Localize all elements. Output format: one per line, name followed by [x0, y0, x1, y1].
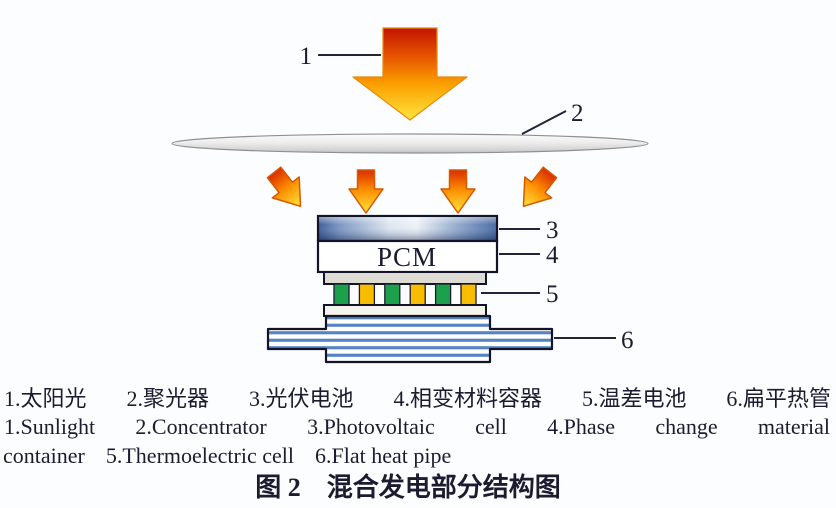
- flat-heat-pipe: [266, 314, 554, 364]
- legend-item-cn-1: 1.太阳光: [4, 386, 87, 411]
- legend-chinese: 1.太阳光 2.聚光器 3.光伏电池 4.相变材料容器 5.温差电池 6.扁平热…: [0, 382, 836, 412]
- thermoelectric-element-6: [460, 283, 477, 306]
- legend-item-cn-5: 5.温差电池: [581, 386, 687, 411]
- focused-ray-arrow-3: [440, 169, 476, 214]
- legend-item-cn-6: 6.扁平热管: [726, 386, 831, 411]
- focused-ray-arrow-4: [509, 161, 565, 218]
- thermoelectric-element-3: [384, 283, 401, 306]
- legend-item-cn-3: 3.光伏电池: [248, 386, 354, 411]
- photovoltaic-cell-shade: [319, 217, 496, 240]
- legend-token: 3.Photovoltaic: [307, 414, 435, 439]
- pcm-container-box: [316, 239, 499, 274]
- callout-number-2: 2: [571, 100, 584, 127]
- callout-number-1: 1: [300, 43, 313, 70]
- legend-token: container: [3, 443, 85, 468]
- legend-token: 2.Concentrator: [135, 414, 267, 439]
- figure-caption: 图 2 混合发电部分结构图: [255, 473, 561, 502]
- legend-token: 1.Sunlight: [4, 414, 96, 439]
- legend-token: change: [655, 414, 718, 439]
- thermoelectric-element-5: [434, 283, 452, 306]
- thermoelectric-element-2: [358, 283, 376, 306]
- focused-ray-arrow-2: [348, 169, 384, 214]
- legend-item-cn-4: 4.相变材料容器: [393, 386, 542, 411]
- legend-token: cell: [475, 414, 507, 439]
- callout-line-2: [521, 110, 567, 135]
- sunlight-arrow: [352, 27, 468, 121]
- focused-ray-arrow-1: [259, 161, 315, 218]
- legend-english-line1: 1.Sunlight 2.Concentrator 3.Photovoltaic…: [0, 412, 836, 441]
- legend-english-line2: container 5.Thermoelectric cell 6.Flat h…: [0, 441, 836, 470]
- callout-number-3: 3: [546, 217, 559, 244]
- legend-token: 6.Flat heat pipe: [314, 443, 452, 468]
- ceramic-plate-top: [323, 271, 487, 285]
- thermoelectric-element-1: [333, 283, 350, 306]
- legend-token: material: [757, 414, 830, 439]
- callout-number-6: 6: [621, 327, 634, 354]
- legend-token: 5.Thermoelectric cell: [105, 443, 294, 468]
- callout-number-5: 5: [546, 281, 559, 308]
- concentrator-lens: [171, 133, 649, 154]
- structure-diagram: 1 2 3 PCM 4 5 6: [171, 27, 649, 364]
- callout-number-4: 4: [546, 242, 559, 269]
- legend-block: 1.太阳光 2.聚光器 3.光伏电池 4.相变材料容器 5.温差电池 6.扁平热…: [0, 382, 836, 504]
- legend-token: 4.Phase: [547, 414, 615, 439]
- legend-item-cn-2: 2.聚光器: [126, 386, 209, 411]
- thermoelectric-element-4: [409, 283, 426, 306]
- pcm-label: PCM: [377, 242, 437, 272]
- ceramic-plate-bottom: [323, 304, 487, 317]
